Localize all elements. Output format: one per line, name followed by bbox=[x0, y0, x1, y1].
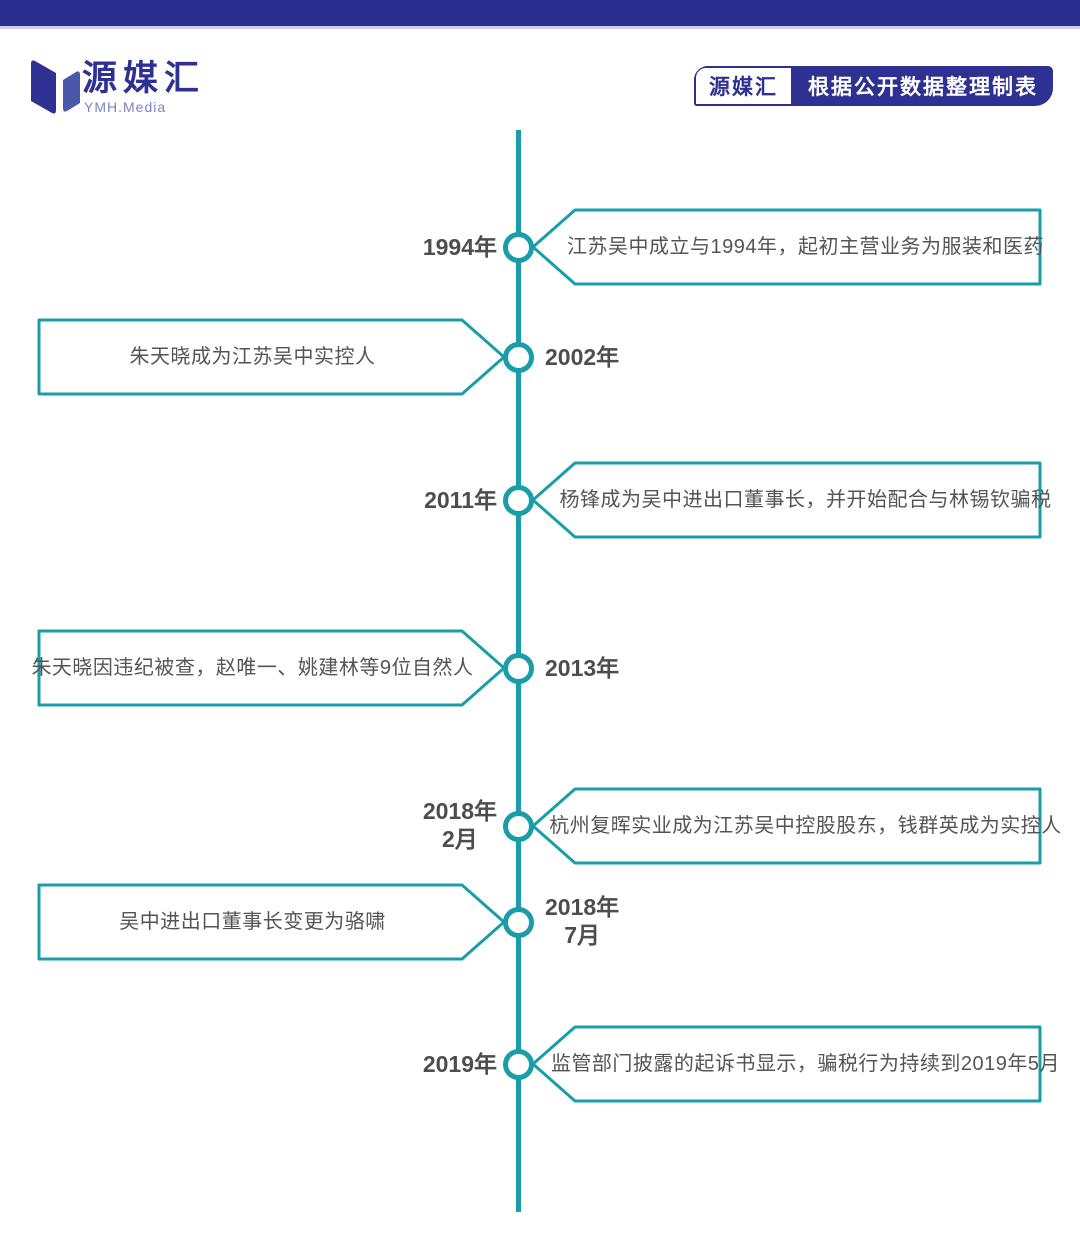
callout-shape bbox=[531, 461, 1042, 539]
event-text: 监管部门披露的起诉书显示，骗税行为持续到2019年5月 bbox=[550, 1053, 1061, 1075]
timeline-node-circle bbox=[503, 341, 534, 373]
top-accent-bar bbox=[0, 0, 1080, 29]
event-year-label: 2018年 7月 bbox=[545, 893, 619, 949]
timeline-node-circle bbox=[503, 484, 534, 516]
source-badge-brand: 源媒汇 bbox=[694, 66, 793, 106]
event-month: 2月 bbox=[442, 826, 478, 852]
callout-shape bbox=[37, 318, 506, 396]
event-year-label: 2018年 2月 bbox=[423, 797, 497, 853]
logo-subtitle: YMH.Media bbox=[84, 99, 167, 115]
event-text: 朱天晓因违纪被查，赵唯一、姚建林等9位自然人 bbox=[31, 657, 474, 679]
event-callout: 吴中进出口董事长变更为骆啸 bbox=[37, 883, 506, 961]
timeline-node-circle bbox=[503, 1048, 534, 1080]
event-year: 2019年 bbox=[422, 1051, 497, 1077]
timeline-node-circle bbox=[503, 652, 534, 684]
source-badge: 源媒汇 根据公开数据整理制表 bbox=[694, 66, 1053, 106]
timeline-node-circle bbox=[503, 810, 534, 842]
timeline-node-circle bbox=[503, 906, 534, 938]
callout-shape bbox=[37, 883, 506, 961]
event-callout: 朱天晓成为江苏吴中实控人 bbox=[37, 318, 506, 396]
ymh-media-logo-icon bbox=[31, 60, 80, 114]
event-callout: 监管部门披露的起诉书显示，骗税行为持续到2019年5月 bbox=[531, 1025, 1061, 1103]
event-year: 2011年 bbox=[424, 487, 497, 513]
event-year: 2018年 bbox=[545, 894, 620, 920]
event-callout: 朱天晓因违纪被查，赵唯一、姚建林等9位自然人 bbox=[31, 629, 506, 707]
event-month: 7月 bbox=[564, 922, 600, 948]
event-text: 江苏吴中成立与1994年，起初主营业务为服装和医药 bbox=[567, 236, 1044, 258]
event-year-label: 2019年 bbox=[423, 1048, 497, 1080]
event-year: 1994年 bbox=[422, 234, 497, 260]
event-text: 朱天晓成为江苏吴中实控人 bbox=[129, 346, 376, 368]
source-badge-note: 根据公开数据整理制表 bbox=[808, 76, 1038, 99]
event-text: 杭州复晖实业成为江苏吴中控股股东，钱群英成为实控人 bbox=[549, 815, 1062, 837]
event-year-label: 2013年 bbox=[545, 652, 619, 684]
callout-shape bbox=[531, 208, 1042, 286]
event-year-label: 2002年 bbox=[545, 341, 619, 373]
callout-shape bbox=[531, 787, 1042, 865]
event-callout: 杭州复晖实业成为江苏吴中控股股东，钱群英成为实控人 bbox=[531, 787, 1062, 865]
event-text: 吴中进出口董事长变更为骆啸 bbox=[119, 911, 386, 933]
logo-wordmark: 源媒汇 bbox=[82, 59, 206, 98]
event-year: 2018年 bbox=[422, 798, 497, 824]
callout-shape bbox=[37, 629, 506, 707]
callout-shape bbox=[531, 1025, 1042, 1103]
event-year-label: 2011年 bbox=[424, 484, 497, 516]
timeline-node-circle bbox=[503, 231, 534, 263]
event-year: 2002年 bbox=[545, 344, 620, 370]
event-year: 2013年 bbox=[545, 655, 620, 681]
event-text: 杨锋成为吴中进出口董事长，并开始配合与林锡钦骗税 bbox=[559, 489, 1052, 511]
event-callout: 杨锋成为吴中进出口董事长，并开始配合与林锡钦骗税 bbox=[531, 461, 1052, 539]
event-year-label: 1994年 bbox=[423, 231, 497, 263]
event-callout: 江苏吴中成立与1994年，起初主营业务为服装和医药 bbox=[531, 208, 1044, 286]
